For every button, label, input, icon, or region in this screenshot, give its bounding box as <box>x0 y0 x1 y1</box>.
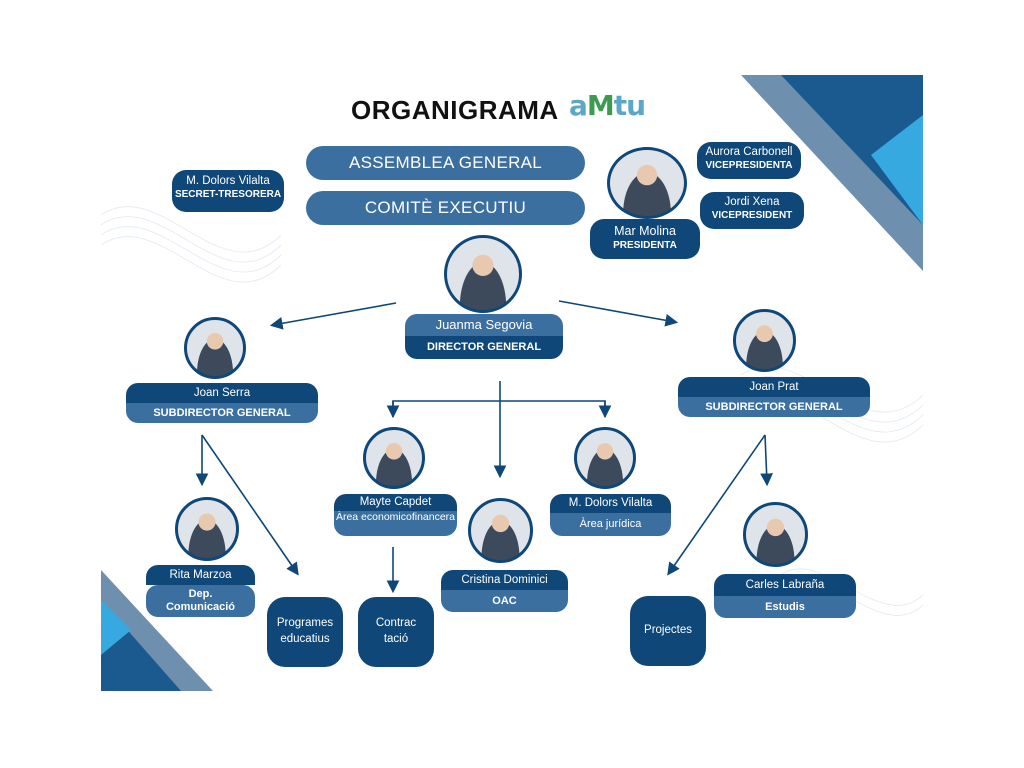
secretary-box: M. Dolors Vilalta SECRET-TRESORERA <box>172 170 284 212</box>
bottom-left-triangle-sky <box>101 600 131 655</box>
director-name: Juanma Segovia <box>405 314 563 336</box>
connector-lines <box>195 300 773 594</box>
arrow-to-joan-serra <box>269 302 397 330</box>
director-role: DIRECTOR GENERAL <box>405 336 563 359</box>
vicepresident-2-name: Jordi Xena <box>724 196 780 208</box>
contracting-unit: Contrac tació <box>358 597 434 667</box>
mayte-capdet-role: Àrea economicofinancera <box>334 511 457 536</box>
president-box: Mar Molina PRESIDENTA <box>590 219 700 259</box>
director-photo <box>444 235 522 313</box>
secretary-name: M. Dolors Vilalta <box>186 175 270 187</box>
vicepresident-2-box: Jordi Xena VICEPRESIDENT <box>700 192 804 229</box>
mayte-capdet-card: Mayte Capdet Àrea economicofinancera <box>334 494 457 536</box>
cristina-dominici-card: Cristina Dominici OAC <box>441 570 568 612</box>
joan-serra-photo <box>184 317 246 379</box>
cristina-dominici-role: OAC <box>441 590 568 612</box>
committee-pill: COMITÈ EXECUTIU <box>306 191 585 225</box>
joan-serra-name: Joan Serra <box>126 383 318 403</box>
arrow-to-carles <box>760 434 773 487</box>
joan-prat-photo <box>733 309 796 372</box>
secretary-role: SECRET-TRESORERA <box>174 189 282 200</box>
carles-labrana-photo <box>743 502 808 567</box>
president-role: PRESIDENTA <box>613 240 677 251</box>
vicepresident-1-role: VICEPRESIDENTA <box>705 160 793 171</box>
joan-prat-card: Joan Prat SUBDIRECTOR GENERAL <box>678 377 870 417</box>
president-name: Mar Molina <box>614 224 676 238</box>
carles-labrana-card: Carles Labraña Estudis <box>714 574 856 618</box>
cristina-dominici-name: Cristina Dominici <box>441 570 568 590</box>
president-photo <box>607 147 687 219</box>
arrow-to-joan-prat <box>558 300 679 327</box>
rita-marzoa-role: Dep. Comunicació <box>146 585 255 617</box>
organigram-canvas: ORGANIGRAMA aMtu ASSEMBLEA GENERAL COMIT… <box>101 75 923 691</box>
vicepresident-2-role: VICEPRESIDENT <box>711 210 793 221</box>
logo-icon: aMtu <box>569 89 646 122</box>
dolors-vilalta-name: M. Dolors Vilalta <box>550 494 671 513</box>
arrow-to-education <box>201 434 299 576</box>
carles-labrana-name: Carles Labraña <box>714 574 856 596</box>
rita-marzoa-card: Rita Marzoa Dep. Comunicació <box>146 565 255 617</box>
joan-serra-role: SUBDIRECTOR GENERAL <box>126 403 318 423</box>
cristina-dominici-photo <box>468 498 533 563</box>
page-title: ORGANIGRAMA <box>351 95 559 125</box>
carles-labrana-role: Estudis <box>714 596 856 618</box>
vicepresident-1-box: Aurora Carbonell VICEPRESIDENTA <box>697 142 801 179</box>
joan-prat-role: SUBDIRECTOR GENERAL <box>678 397 870 417</box>
dolors-vilalta-photo <box>574 427 636 489</box>
director-card: Juanma Segovia DIRECTOR GENERAL <box>405 314 563 359</box>
dolors-vilalta-role: Àrea jurídica <box>550 513 671 536</box>
rita-marzoa-name: Rita Marzoa <box>146 565 255 585</box>
mayte-capdet-name: Mayte Capdet <box>334 494 457 511</box>
dolors-vilalta-card: M. Dolors Vilalta Àrea jurídica <box>550 494 671 536</box>
top-right-triangle-dark <box>781 75 923 225</box>
bracket-finance-legal <box>392 400 606 417</box>
mayte-capdet-photo <box>363 427 425 489</box>
joan-prat-name: Joan Prat <box>678 377 870 397</box>
assembly-pill: ASSEMBLEA GENERAL <box>306 146 585 180</box>
joan-serra-card: Joan Serra SUBDIRECTOR GENERAL <box>126 383 318 423</box>
top-right-triangle-sky <box>871 115 923 225</box>
education-programs-unit: Programes educatius <box>267 597 343 667</box>
vicepresident-1-name: Aurora Carbonell <box>705 146 793 158</box>
rita-marzoa-photo <box>175 497 239 561</box>
projects-unit: Projectes <box>630 596 706 666</box>
arrow-to-projects <box>667 434 766 576</box>
